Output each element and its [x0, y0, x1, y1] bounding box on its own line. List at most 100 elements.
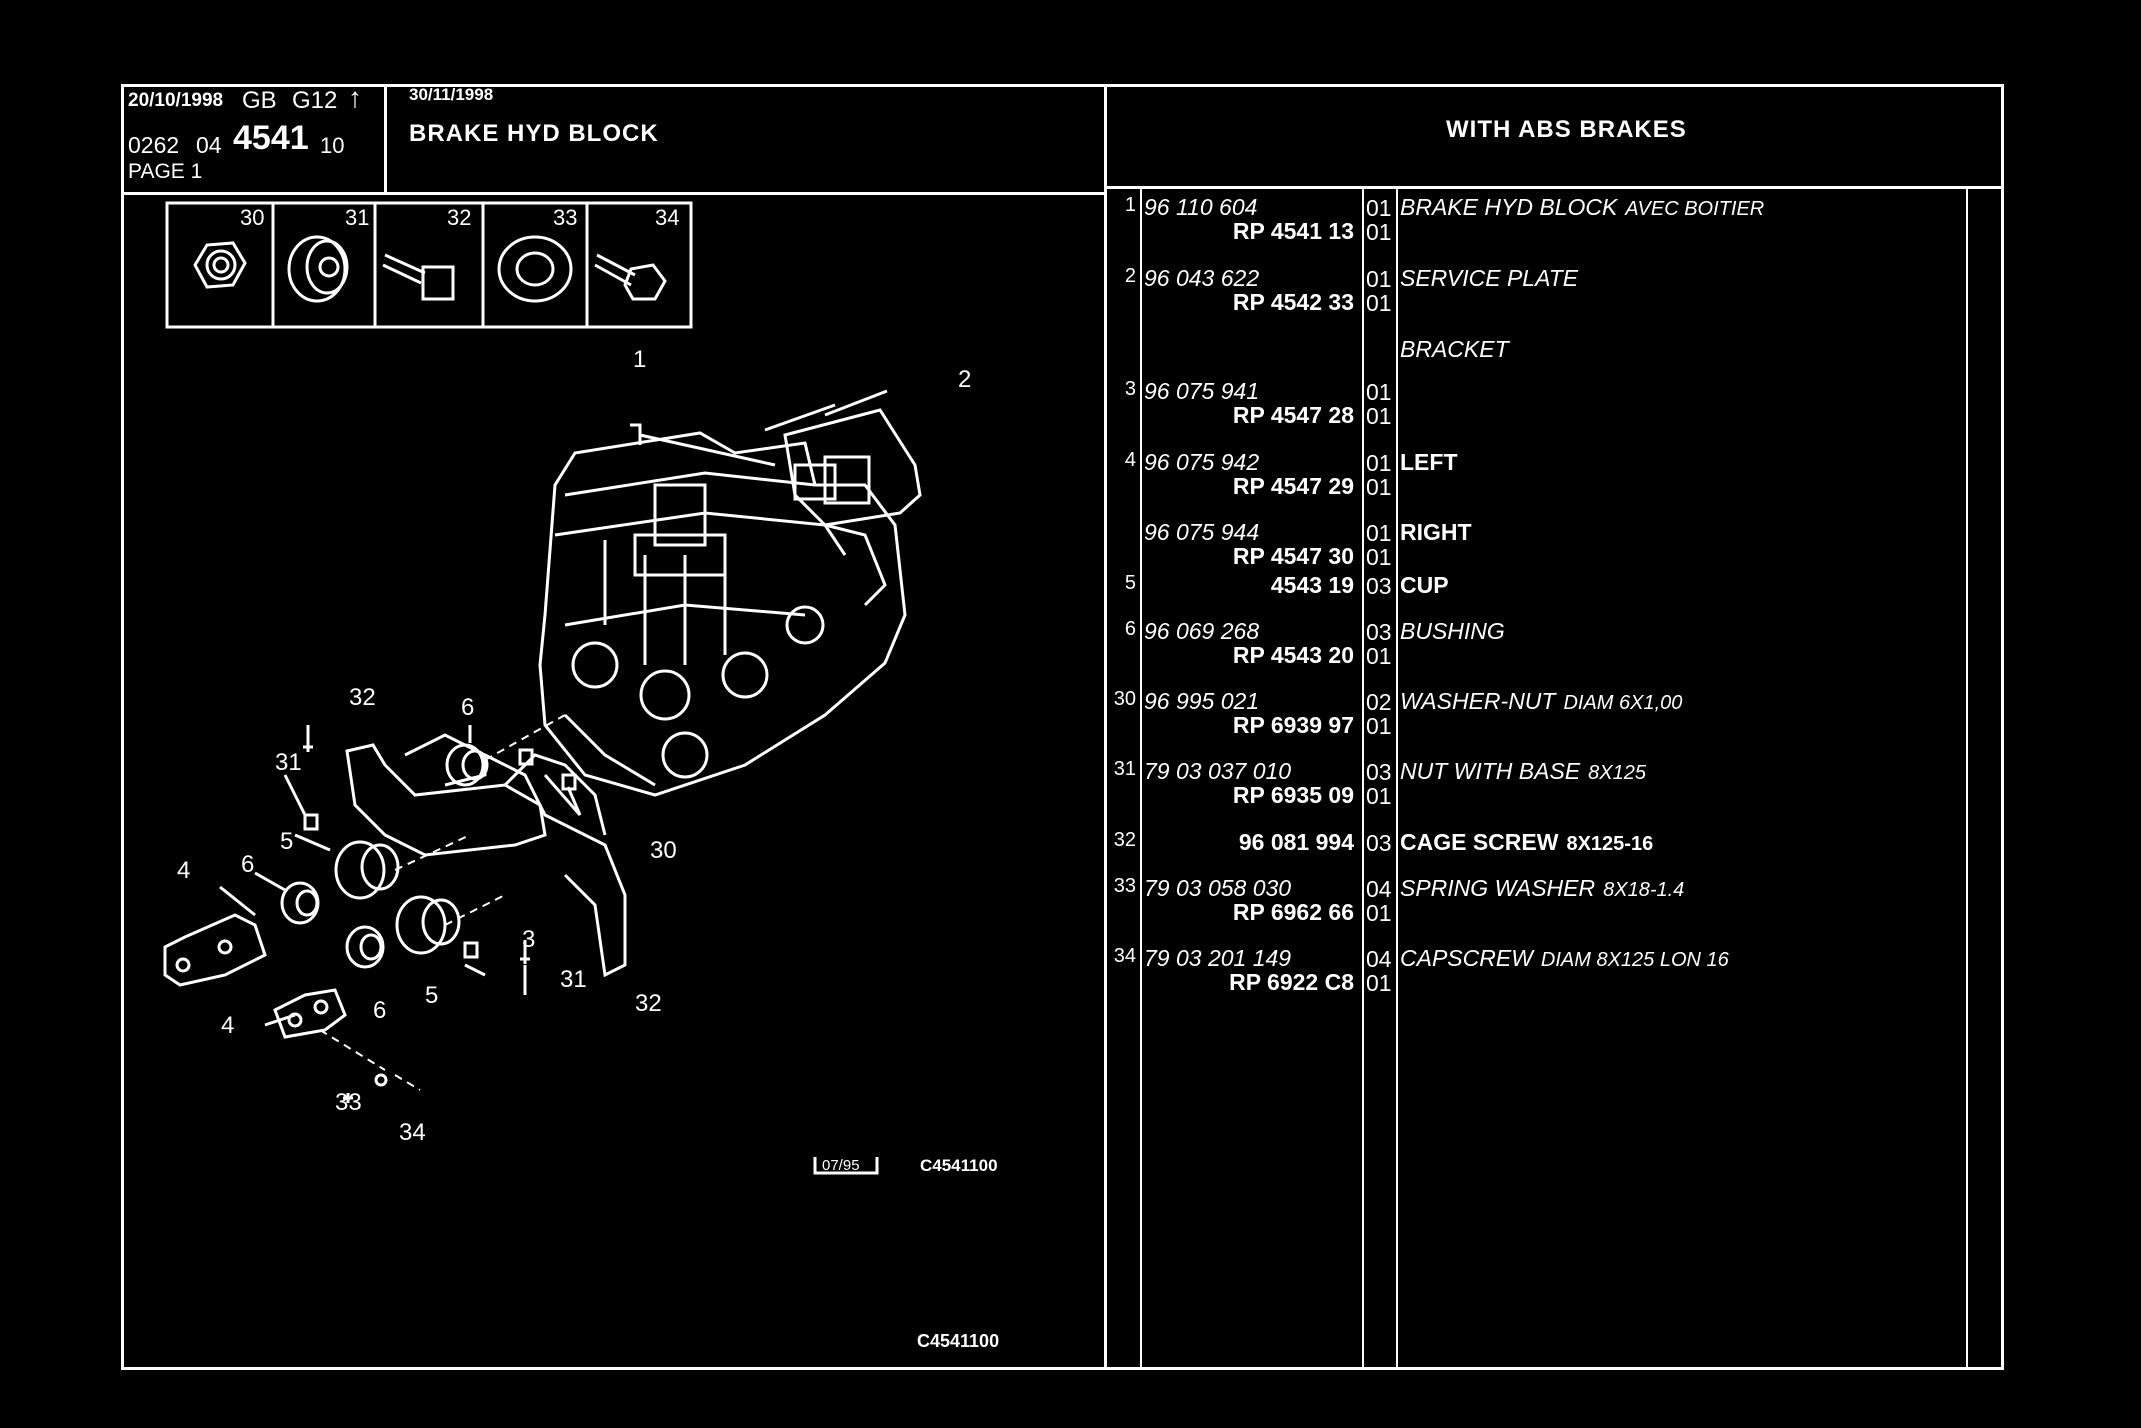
part-ref1: 96 075 941 — [1144, 378, 1260, 404]
exploded-diagram: 30 31 32 33 34 1 2 32 6 31 5 6 4 30 3 31… — [163, 201, 999, 1351]
part-ref1: 96 075 942 — [1144, 449, 1260, 475]
thumb-label-33: 33 — [553, 205, 577, 230]
part-ref1: 79 03 037 010 — [1144, 758, 1292, 784]
part-qty2: 01 — [1366, 783, 1392, 809]
part-ref1: 96 110 604 — [1144, 194, 1258, 220]
part-ref2: RP 4547 28 — [1232, 402, 1354, 428]
callout-32b: 32 — [635, 990, 662, 1017]
part-ref1: 79 03 201 149 — [1144, 945, 1292, 971]
parts-col-line-2 — [1362, 186, 1364, 1370]
thumbnail-strip-frame — [165, 201, 693, 329]
thumb-label-31: 31 — [345, 205, 369, 230]
hyd-block-drawing — [538, 408, 922, 797]
part-description — [1400, 378, 1408, 405]
header-date1: 20/10/1998 — [128, 90, 224, 111]
part-qty1: 04 — [1366, 946, 1392, 972]
header-box-divider — [384, 84, 387, 194]
part-description-suffix: 8X125 — [1588, 762, 1647, 784]
part-description: NUT WITH BASE 8X125 — [1400, 758, 1646, 785]
part-description-suffix: 8X125-16 — [1566, 833, 1654, 855]
header-code-a: 0262 — [128, 132, 180, 158]
part-qty1: 03 — [1366, 573, 1392, 599]
part-description-main: CUP — [1400, 572, 1449, 598]
washer-nut-icon — [287, 235, 349, 303]
header-g12: G12 — [292, 87, 338, 114]
part-description-main: LEFT — [1400, 449, 1458, 475]
part-qty2: 01 — [1366, 219, 1392, 245]
part-ref2: RP 4547 30 — [1232, 543, 1354, 569]
part-row: 5 4543 19 03 CUP — [0, 572, 2141, 632]
part-qty2: 01 — [1366, 713, 1392, 739]
part-qty2: 01 — [1366, 544, 1392, 570]
part-ref1: 79 03 058 030 — [1144, 875, 1292, 901]
part-description-main: NUT WITH BASE — [1400, 758, 1581, 784]
callout-2: 2 — [958, 366, 971, 393]
diagram-code: C4541100 — [920, 1156, 998, 1175]
header-page: PAGE 1 — [128, 160, 203, 183]
part-index: 31 — [1113, 758, 1136, 780]
header-bottom-right — [1104, 186, 2004, 189]
part-description-main: BUSHING — [1400, 618, 1505, 644]
part-index: 1 — [1124, 194, 1136, 216]
header-gb: GB — [242, 87, 277, 114]
page-title: BRAKE HYD BLOCK — [409, 120, 659, 147]
part-description: SPRING WASHER 8X18-1.4 — [1400, 875, 1684, 902]
part-index: 2 — [1124, 265, 1136, 287]
callout-3: 3 — [522, 926, 535, 953]
part-description: SERVICE PLATE — [1400, 265, 1586, 292]
part-qty2: 01 — [1366, 643, 1392, 669]
part-description-suffix: DIAM 6X1,00 — [1563, 692, 1683, 714]
up-arrow-icon: ↑ — [348, 82, 362, 113]
callout-6a: 6 — [461, 694, 474, 721]
part-index: 4 — [1124, 449, 1136, 471]
part-ref2: 96 081 994 — [1238, 829, 1354, 855]
part-description-suffix: DIAM 8X125 LON 16 — [1540, 949, 1729, 971]
part-description-main: RIGHT — [1400, 519, 1472, 545]
part-qty1: 02 — [1366, 689, 1392, 715]
part-ref2: RP 6939 97 — [1232, 712, 1354, 738]
part-qty2: 01 — [1366, 900, 1392, 926]
parts-col-line-1 — [1140, 186, 1142, 1370]
part-description-main: SPRING WASHER — [1400, 875, 1596, 901]
part-ref2: RP 4543 20 — [1232, 642, 1354, 668]
part-qty1: 01 — [1366, 266, 1392, 292]
header-code-b: 04 — [196, 132, 222, 158]
callout-6c: 6 — [373, 997, 386, 1024]
callout-4b: 4 — [221, 1012, 234, 1039]
nut-icon — [193, 241, 247, 289]
part-ref2: RP 4547 29 — [1232, 473, 1354, 499]
part-index: 33 — [1113, 875, 1136, 897]
callout-6b: 6 — [241, 851, 254, 878]
part-ref2: RP 6922 C8 — [1229, 969, 1354, 995]
part-ref1: 96 995 021 — [1144, 688, 1260, 714]
part-description-suffix: 8X18-1.4 — [1603, 879, 1685, 901]
part-qty1: 01 — [1366, 450, 1392, 476]
part-qty2: 01 — [1366, 290, 1392, 316]
part-description-main: WASHER-NUT — [1400, 688, 1556, 714]
header-code-c: 4541 — [233, 119, 309, 157]
part-index: 6 — [1124, 618, 1136, 640]
part-description: BUSHING — [1400, 618, 1513, 645]
callout-5b: 5 — [425, 982, 438, 1009]
part-qty1: 04 — [1366, 876, 1392, 902]
cage-screw-icon — [382, 253, 455, 301]
part-qty2: 01 — [1366, 403, 1392, 429]
part-ref2: 4543 19 — [1270, 572, 1354, 598]
part-index: 5 — [1124, 572, 1136, 594]
part-description: RIGHT — [1400, 519, 1480, 546]
part-description-suffix: AVEC BOITIER — [1625, 198, 1765, 220]
callout-31a: 31 — [275, 749, 302, 776]
part-qty1: 03 — [1366, 830, 1392, 856]
stamp-frame — [813, 1157, 879, 1175]
header-code-d: 10 — [320, 133, 345, 158]
stamp-label: 07/95 — [822, 1157, 860, 1174]
outer-frame — [121, 84, 2004, 1370]
thumb-label-34: 34 — [655, 205, 679, 230]
callout-1: 1 — [633, 346, 646, 373]
